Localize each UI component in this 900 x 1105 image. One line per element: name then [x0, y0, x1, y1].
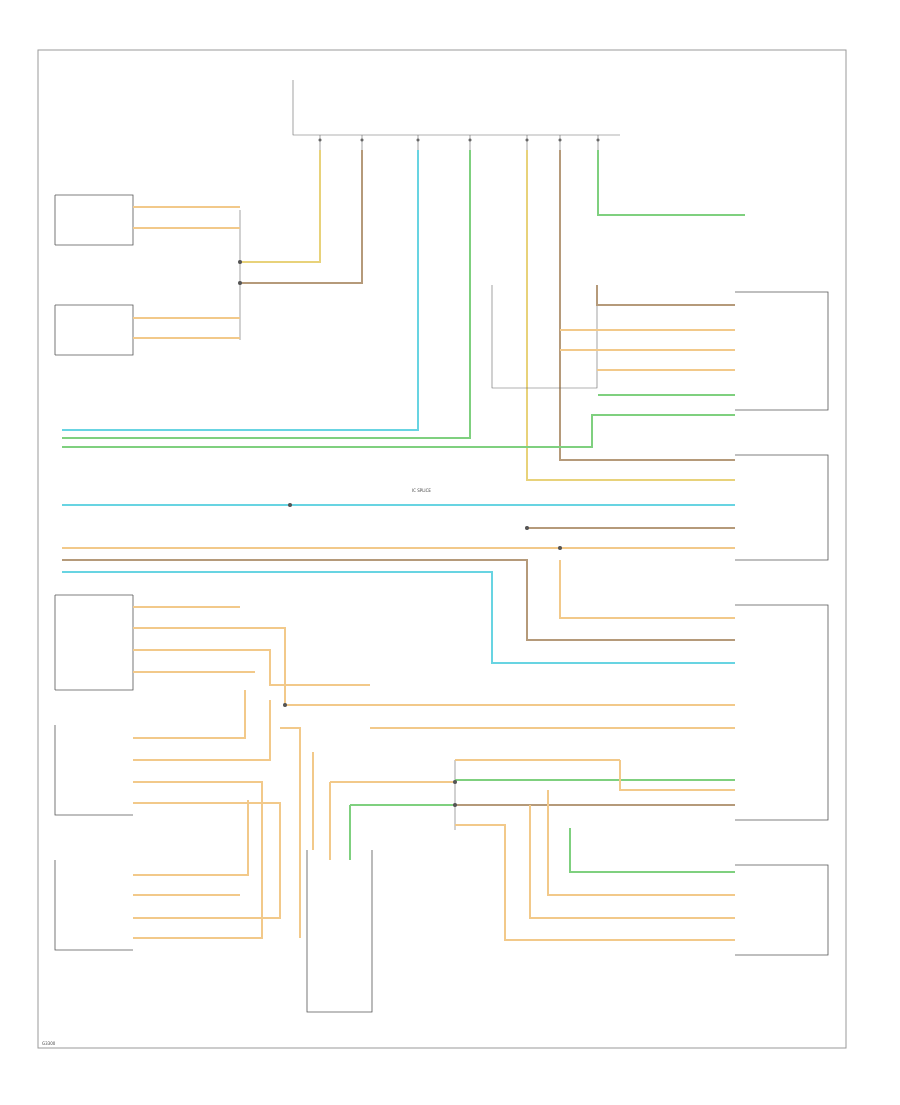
wire-brown — [559, 150, 735, 461]
wire-yellow — [240, 150, 321, 263]
wire-tan — [619, 760, 735, 791]
wire-green — [62, 414, 735, 448]
wire-tan — [559, 560, 735, 619]
wire-brown — [596, 285, 735, 306]
pin-connector — [558, 138, 562, 142]
splice-dot — [453, 780, 457, 784]
splice-pack — [491, 285, 598, 389]
engine-control-box — [54, 725, 133, 816]
page-frame — [37, 49, 847, 1049]
wire-green — [597, 150, 745, 216]
pin-connector — [596, 138, 600, 142]
pin-connector — [416, 138, 420, 142]
steering-sensor-box — [735, 864, 829, 956]
component-box-right-2 — [735, 454, 829, 561]
component-box-right-3 — [735, 604, 829, 821]
wire-cyan — [62, 571, 735, 664]
ground-id-label: G3300 — [42, 1041, 56, 1046]
splice-dot — [283, 703, 287, 707]
wire-tan — [133, 627, 735, 706]
wire-tan — [133, 800, 249, 876]
automatic-transmission-box — [54, 860, 133, 951]
wire-yellow — [526, 150, 735, 481]
splice-dot — [453, 803, 457, 807]
splice-dot — [525, 526, 529, 530]
component-box-upper-left — [54, 194, 134, 246]
component-box-mid-left — [54, 304, 134, 356]
wire-tan — [280, 727, 301, 938]
splice-dot — [238, 260, 242, 264]
wire-tan — [133, 690, 246, 739]
wire-green — [569, 828, 735, 873]
wire-cyan — [62, 150, 419, 431]
pin-connector — [468, 138, 472, 142]
wire-tan — [455, 824, 735, 941]
wire-brown — [62, 559, 735, 641]
component-box-bottom — [306, 850, 373, 1013]
pin-connector — [318, 138, 322, 142]
wire-tan — [133, 781, 263, 939]
splice-dot — [558, 546, 562, 550]
splice-dot — [288, 503, 292, 507]
wire-tan — [133, 700, 271, 761]
wire-tan — [529, 805, 735, 919]
wire-green — [62, 150, 471, 439]
wire-brown — [240, 150, 363, 284]
wire-tan — [133, 802, 281, 919]
wire-tan — [133, 649, 370, 686]
splice-dot — [238, 281, 242, 285]
pin-connector — [525, 138, 529, 142]
transmission-connector-box — [54, 594, 134, 691]
pin-connector — [360, 138, 364, 142]
component-box-right-1 — [735, 291, 829, 411]
top-module — [292, 80, 620, 150]
ic-splice-label: IC SPLICE — [412, 488, 431, 493]
wire-tan — [547, 790, 735, 896]
